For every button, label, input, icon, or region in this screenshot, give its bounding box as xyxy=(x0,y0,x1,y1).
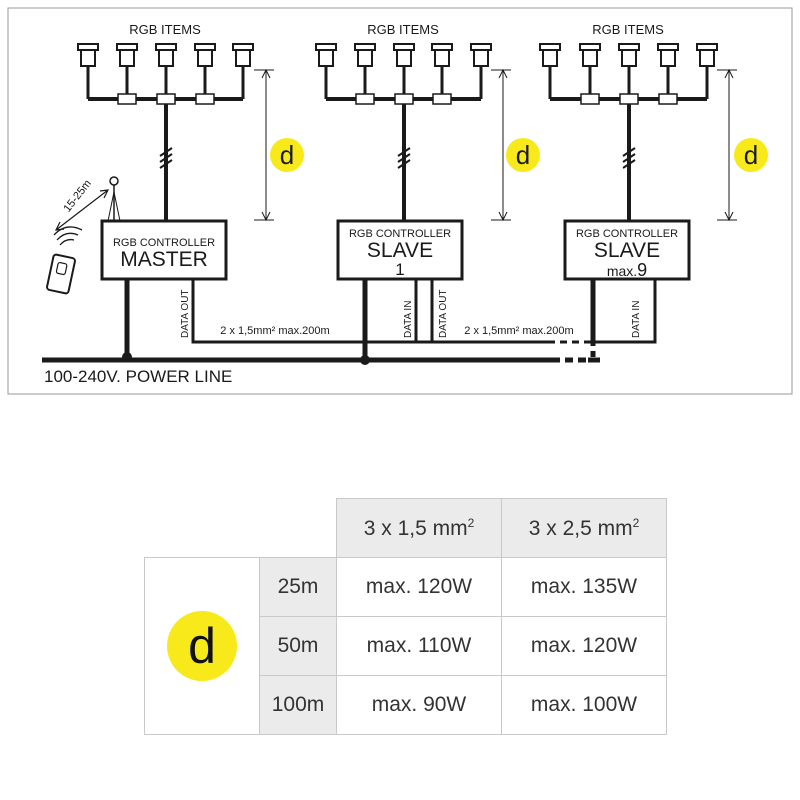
group2-item3-body xyxy=(396,49,412,67)
slave1-power-node xyxy=(360,355,370,365)
slave1-data-out-label: DATA OUT xyxy=(438,289,449,338)
slave9-controller: RGB CONTROLLER SLAVE max.9 xyxy=(563,219,691,281)
group1-connector3 xyxy=(195,93,215,105)
group1-dimension-arrow-down xyxy=(261,211,271,222)
group1-connector2 xyxy=(156,93,176,105)
group3-hash2 xyxy=(622,153,636,163)
remote-control-icon xyxy=(46,226,83,295)
cell-50m-1-5: max. 110W xyxy=(336,616,502,676)
d-badge: d xyxy=(167,611,237,681)
group1-item4-body xyxy=(197,49,213,67)
data-cable-1 xyxy=(191,279,434,344)
table-d-cell: d xyxy=(144,557,260,735)
group2-d-badge xyxy=(506,138,540,172)
slave9-data-in-label: DATA IN xyxy=(631,301,642,338)
slave9-max-prefix: max. xyxy=(607,263,637,279)
group2-d-badge-text: d xyxy=(516,140,530,170)
header-cable-2-5: 3 x 2,5 mm2 xyxy=(501,498,667,558)
slave1-line2: SLAVE xyxy=(367,239,433,262)
group1-hash1 xyxy=(159,147,173,157)
slave1-line3: 1 xyxy=(395,260,404,279)
group2-item4-body xyxy=(434,49,450,67)
rgb-items-label-1: RGB ITEMS xyxy=(129,22,201,37)
row-distance-100m: 100m xyxy=(259,675,337,735)
group3-d-badge-text: d xyxy=(744,140,758,170)
rgb-items-label-2: RGB ITEMS xyxy=(367,22,439,37)
group2-item2-body xyxy=(357,49,373,67)
power-spec-table: 3 x 1,5 mm2 3 x 2,5 mm2 d 25m max. 120W … xyxy=(144,498,667,735)
group3-connector2 xyxy=(619,93,639,105)
slave1-line1: RGB CONTROLLER xyxy=(349,228,451,240)
cable-spec-label-1: 2 x 1,5mm² max.200m xyxy=(220,325,329,337)
cell-100m-1-5: max. 90W xyxy=(336,675,502,735)
group3-hash1 xyxy=(622,147,636,157)
cable-spec-label-2: 2 x 1,5mm² max.200m xyxy=(464,325,573,337)
cell-25m-2-5: max. 135W xyxy=(501,557,667,617)
group1-d-badge xyxy=(270,138,304,172)
cell-25m-1-5: max. 120W xyxy=(336,557,502,617)
master-line2: MASTER xyxy=(120,248,208,271)
master-line1: RGB CONTROLLER xyxy=(113,237,215,249)
group2-hash2 xyxy=(397,153,411,163)
master-controller: RGB CONTROLLER MASTER xyxy=(100,219,228,281)
group2-item1-body xyxy=(318,49,334,67)
group1-item1-body xyxy=(80,49,96,67)
group3-dimension-arrow-down xyxy=(724,211,734,222)
group3-d-badge xyxy=(734,138,768,172)
group1-d-badge-text: d xyxy=(280,140,294,170)
slave1-controller: RGB CONTROLLER SLAVE 1 xyxy=(336,219,464,281)
group3-item4-body xyxy=(660,49,676,67)
group3-dimension-arrow-up xyxy=(724,68,734,79)
remote-distance-arrow xyxy=(54,189,110,231)
remote-distance-label: 15-25m xyxy=(61,178,93,215)
group2-connector1 xyxy=(355,93,375,105)
group1-dimension-arrow-up xyxy=(261,68,271,79)
row-distance-50m: 50m xyxy=(259,616,337,676)
rgb-items-label-3: RGB ITEMS xyxy=(592,22,664,37)
header-cable-2-5-text: 3 x 2,5 mm xyxy=(528,516,633,540)
header-cable-1-5: 3 x 1,5 mm2 xyxy=(336,498,502,558)
group2-dimension-arrow-down xyxy=(498,211,508,222)
cell-100m-2-5: max. 100W xyxy=(501,675,667,735)
row-distance-25m: 25m xyxy=(259,557,337,617)
slave9-max-number: 9 xyxy=(637,260,647,280)
group1-item2-body xyxy=(119,49,135,67)
group1-item3-body xyxy=(158,49,174,67)
group2-hash3 xyxy=(397,159,411,169)
power-line-label: 100-240V. POWER LINE xyxy=(44,367,232,386)
cell-50m-2-5: max. 120W xyxy=(501,616,667,676)
group1-hash3 xyxy=(159,159,173,169)
slave9-line3: max.9 xyxy=(607,260,647,280)
group1-connector1 xyxy=(117,93,137,105)
slave9-line1: RGB CONTROLLER xyxy=(576,228,678,240)
slave9-line2: SLAVE xyxy=(594,239,660,262)
group3-connector3 xyxy=(658,93,678,105)
diagram-frame xyxy=(7,7,793,395)
group3-item1-body xyxy=(542,49,558,67)
group3-item3-body xyxy=(621,49,637,67)
master-data-out-label: DATA OUT xyxy=(180,289,191,338)
group1-item5-body xyxy=(235,49,251,67)
header-cable-1-5-text: 3 x 1,5 mm xyxy=(363,516,468,540)
group2-connector3 xyxy=(432,93,452,105)
group3-item5-body xyxy=(699,49,715,67)
group3-connector1 xyxy=(580,93,600,105)
receiver-antenna-icon xyxy=(107,176,121,222)
slave1-data-in-label: DATA IN xyxy=(403,301,414,338)
group2-item5-body xyxy=(473,49,489,67)
group1-hash2 xyxy=(159,153,173,163)
group3-item2-body xyxy=(582,49,598,67)
group2-connector2 xyxy=(394,93,414,105)
header-cable-1-5-sup: 2 xyxy=(467,515,475,530)
data-cable-2-end xyxy=(588,279,657,344)
master-power-node xyxy=(122,352,132,362)
header-cable-2-5-sup: 2 xyxy=(632,515,640,530)
group2-hash1 xyxy=(397,147,411,157)
group2-dimension-arrow-up xyxy=(498,68,508,79)
group3-hash3 xyxy=(622,159,636,169)
